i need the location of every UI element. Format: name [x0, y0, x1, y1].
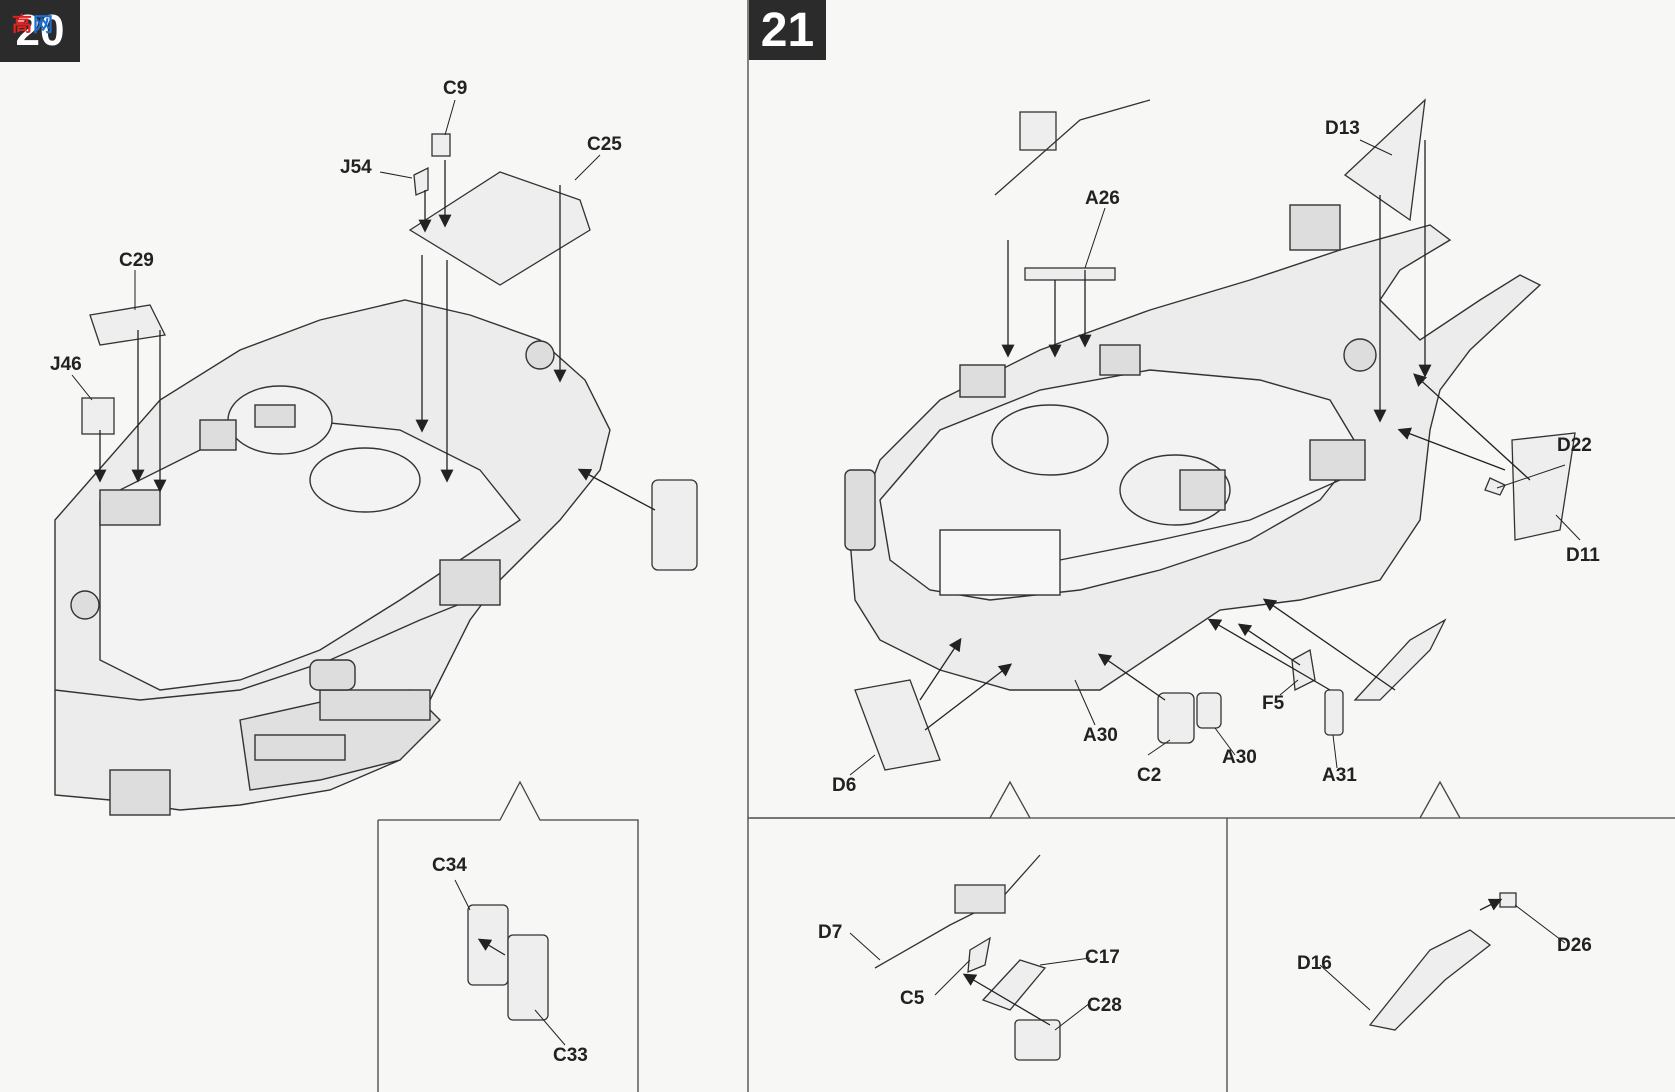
label-d26: D26	[1557, 935, 1592, 956]
label-a30-right: A30	[1222, 747, 1257, 768]
label-a31: A31	[1322, 765, 1357, 786]
label-j46: J46	[50, 354, 82, 375]
label-c29: C29	[119, 250, 154, 271]
panel-dividers	[377, 0, 1675, 1092]
arrows-right	[919, 140, 1531, 1026]
label-c9: C9	[443, 78, 468, 99]
step-21-text: 21	[760, 3, 815, 57]
label-c5: C5	[900, 988, 925, 1009]
label-d22: D22	[1557, 435, 1592, 456]
leaders-left	[71, 99, 601, 1046]
parts-left	[81, 133, 698, 1021]
label-a30-left: A30	[1083, 725, 1118, 746]
label-d7: D7	[818, 922, 843, 943]
label-c34: C34	[432, 855, 467, 876]
logo-char-1: 高	[12, 12, 33, 36]
arrows-left	[93, 160, 656, 956]
label-d11: D11	[1566, 545, 1600, 566]
label-c17: C17	[1085, 947, 1120, 968]
step-number-21: 21	[749, 0, 826, 60]
label-a26: A26	[1085, 188, 1120, 209]
label-d16: D16	[1297, 953, 1332, 974]
leaders-right	[849, 139, 1581, 1031]
label-d13: D13	[1325, 118, 1360, 139]
parts-right	[854, 98, 1576, 1061]
label-c2: C2	[1137, 765, 1162, 786]
step-number-20: 20	[0, 0, 80, 62]
label-c33: C33	[553, 1045, 588, 1066]
hull-left	[54, 299, 611, 816]
hull-right	[844, 204, 1542, 691]
label-d6: D6	[832, 775, 857, 796]
label-f5: F5	[1262, 693, 1285, 714]
label-c25: C25	[587, 134, 622, 155]
label-j54: J54	[340, 157, 372, 178]
site-logo: 高网	[12, 8, 54, 37]
logo-char-2: 网	[33, 12, 54, 36]
step-20-text: 20	[15, 6, 65, 55]
label-c28: C28	[1087, 995, 1122, 1016]
